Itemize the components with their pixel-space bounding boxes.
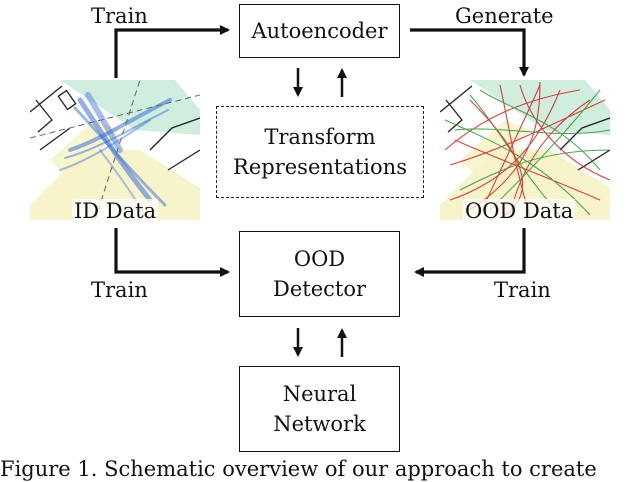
id-trajectories xyxy=(59,92,172,216)
neural-network-label-line1: Neural xyxy=(282,382,357,406)
transform-label-line2: Representations xyxy=(233,155,407,179)
arrow-ood-to-detector xyxy=(414,228,526,277)
neural-network-box: Neural Network xyxy=(239,366,400,452)
transform-representations-box: Transform Representations xyxy=(216,106,424,198)
figure-caption: Figure 1. Schematic overview of our appr… xyxy=(0,457,597,481)
map-green-region xyxy=(60,80,200,135)
ood-trajectories xyxy=(444,81,610,216)
ood-data-label: OOD Data xyxy=(463,199,576,223)
arrow-autoencoder-to-ood xyxy=(410,28,529,77)
autoencoder-box: Autoencoder xyxy=(239,4,400,58)
ood-data-map-image xyxy=(440,80,610,220)
neural-network-label-line2: Network xyxy=(273,412,366,436)
autoencoder-label: Autoencoder xyxy=(251,19,388,43)
generate-label: Generate xyxy=(455,4,554,28)
ood-detector-label-line1: OOD xyxy=(293,247,346,271)
ood-detector-label-line2: Detector xyxy=(272,277,366,301)
arrow-id-to-detector xyxy=(114,228,230,277)
id-data-label: ID Data xyxy=(72,199,159,223)
train-label-right: Train xyxy=(494,278,551,302)
train-label-left: Train xyxy=(91,278,148,302)
ood-detector-box: OOD Detector xyxy=(239,231,400,317)
arrow-id-to-autoencoder xyxy=(114,25,230,78)
train-label-top: Train xyxy=(91,4,148,28)
transform-label-line1: Transform xyxy=(264,125,376,149)
